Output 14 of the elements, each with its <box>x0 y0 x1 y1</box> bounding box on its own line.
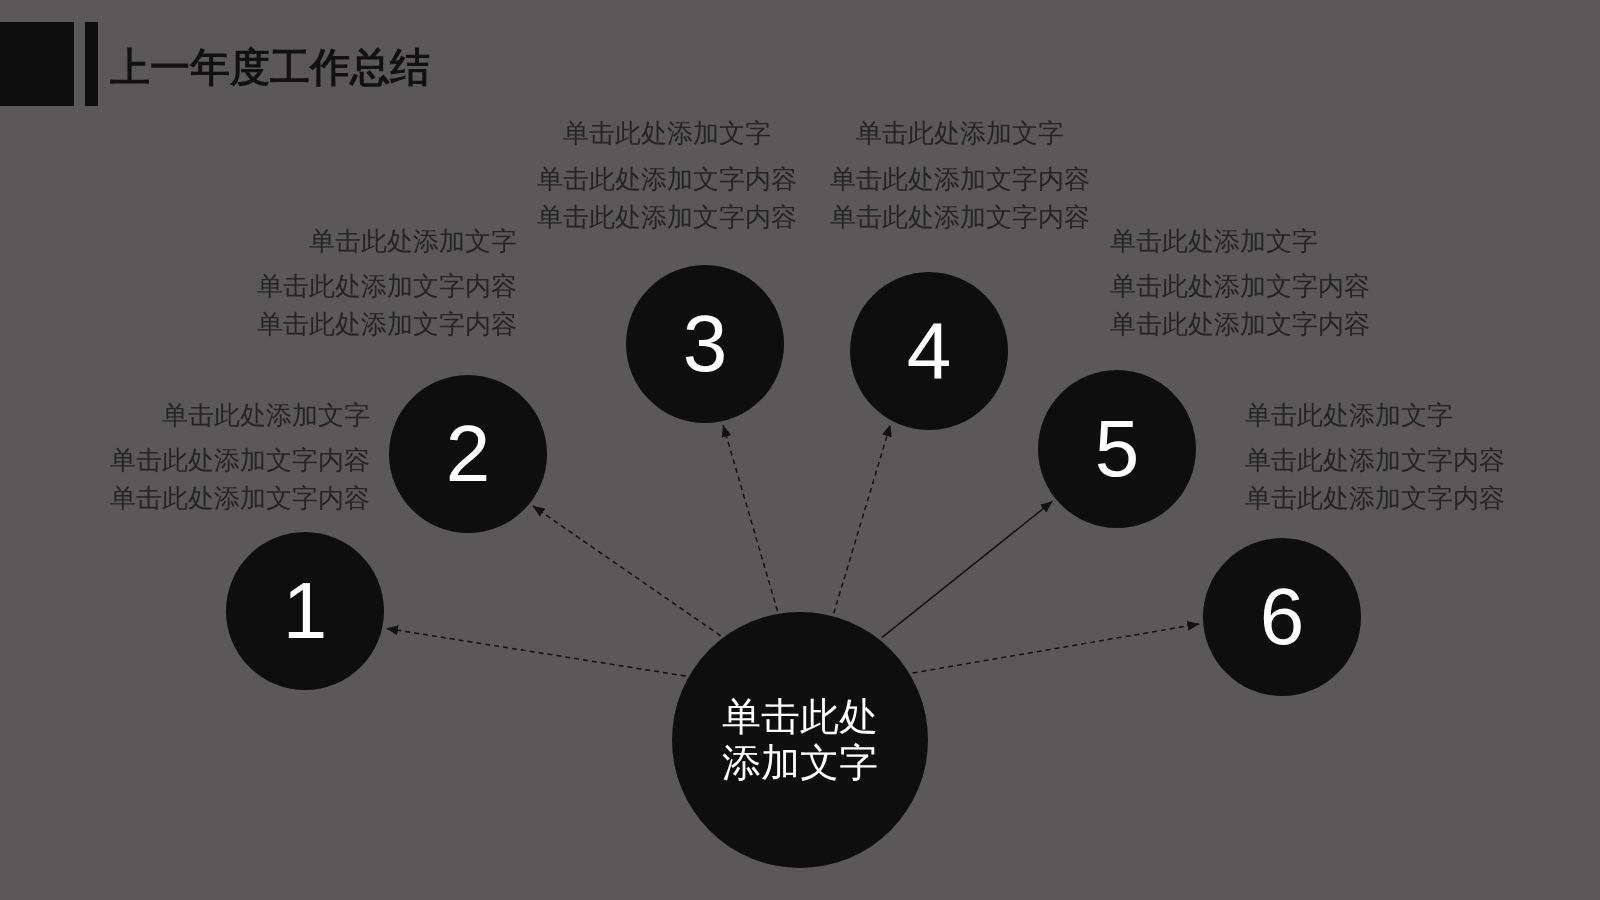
number-circle: 6 <box>1203 538 1361 696</box>
number-circle: 3 <box>626 265 784 423</box>
dashed-arrow <box>911 621 1201 674</box>
dashed-arrow <box>721 424 779 612</box>
dashed-arrow <box>532 505 722 637</box>
number-circle: 1 <box>226 532 384 690</box>
arrow <box>881 500 1054 639</box>
number-circle: 2 <box>389 375 547 533</box>
slide-title: 上一年度工作总结 <box>110 43 430 91</box>
center-circle: 单击此处添加文字 <box>672 612 928 868</box>
number-circle: 4 <box>850 272 1008 430</box>
dashed-arrow <box>385 625 687 677</box>
number-circle: 5 <box>1038 370 1196 528</box>
dashed-arrow <box>832 423 892 615</box>
